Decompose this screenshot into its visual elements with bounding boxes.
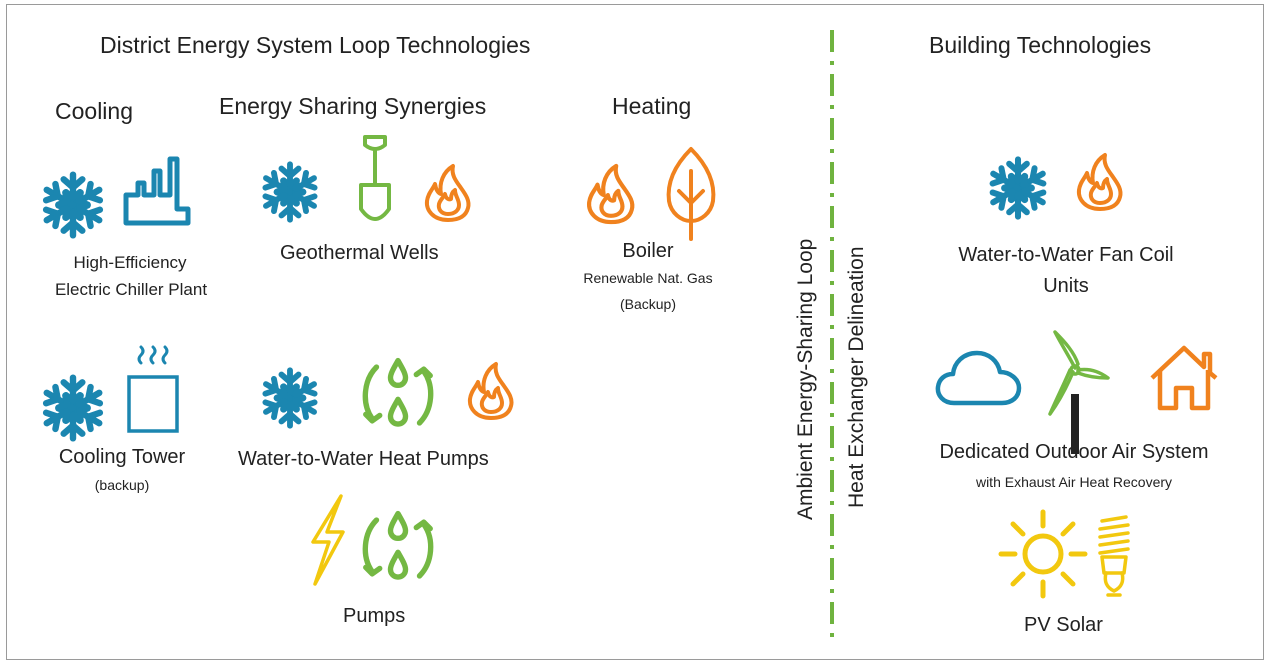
geothermal-wells-label: Geothermal Wells [280, 242, 439, 264]
doas-label-line2: with Exhaust Air Heat Recovery [975, 474, 1173, 490]
flame-icon [1075, 150, 1125, 214]
house-icon [1150, 345, 1218, 411]
energy-sharing-heading: Energy Sharing Synergies [219, 93, 487, 119]
light-bulb-icon [1098, 515, 1130, 597]
loop-divider-line [830, 30, 834, 642]
pumps-label: Pumps [343, 605, 406, 627]
ambient-loop-label: Ambient Energy-Sharing Loop [794, 238, 817, 520]
water-cycle-icon [355, 352, 441, 438]
boiler-label: Boiler [622, 240, 674, 262]
water-cycle-icon [355, 505, 441, 591]
snowflake-icon [38, 373, 108, 443]
doas-label-line1: Dedicated Outdoor Air System [939, 441, 1209, 463]
cloud-icon [935, 350, 1022, 406]
fan-coil-label-line1: Water-to-Water Fan Coil [958, 244, 1174, 266]
cooling-tower-backup-label: (backup) [94, 477, 150, 493]
fan-coil-label-line2: Units [1043, 275, 1089, 297]
boiler-backup-label: (Backup) [619, 296, 677, 312]
cooling-tower-label: Cooling Tower [58, 446, 186, 468]
chiller-label-line1: High-Efficiency [73, 253, 187, 272]
cooling-tower-icon [127, 345, 179, 433]
heat-exchanger-label: Heat Exchanger Delineation [845, 246, 868, 509]
heating-heading: Heating [612, 93, 692, 119]
building-technologies-title: Building Technologies [929, 32, 1152, 58]
snowflake-icon [38, 170, 108, 240]
chiller-label-line2: Electric Chiller Plant [54, 280, 208, 299]
cooling-heading: Cooling [55, 98, 133, 124]
boiler-fuel-label: Renewable Nat. Gas [583, 270, 713, 286]
flame-icon [466, 360, 516, 422]
factory-icon [123, 156, 191, 226]
heat-pumps-label: Water-to-Water Heat Pumps [238, 448, 489, 470]
sun-icon [998, 509, 1088, 599]
flame-icon [423, 162, 473, 224]
wind-turbine-icon [1048, 330, 1110, 454]
lightning-icon [311, 494, 345, 586]
snowflake-icon [258, 366, 322, 430]
leaf-icon [666, 147, 716, 241]
loop-technologies-title: District Energy System Loop Technologies [100, 32, 531, 58]
snowflake-icon [258, 160, 322, 224]
flame-icon [585, 162, 637, 226]
shovel-icon [359, 135, 391, 221]
snowflake-icon [985, 155, 1051, 221]
pv-solar-label: PV Solar [1024, 614, 1103, 636]
diagram-frame [6, 4, 1264, 660]
